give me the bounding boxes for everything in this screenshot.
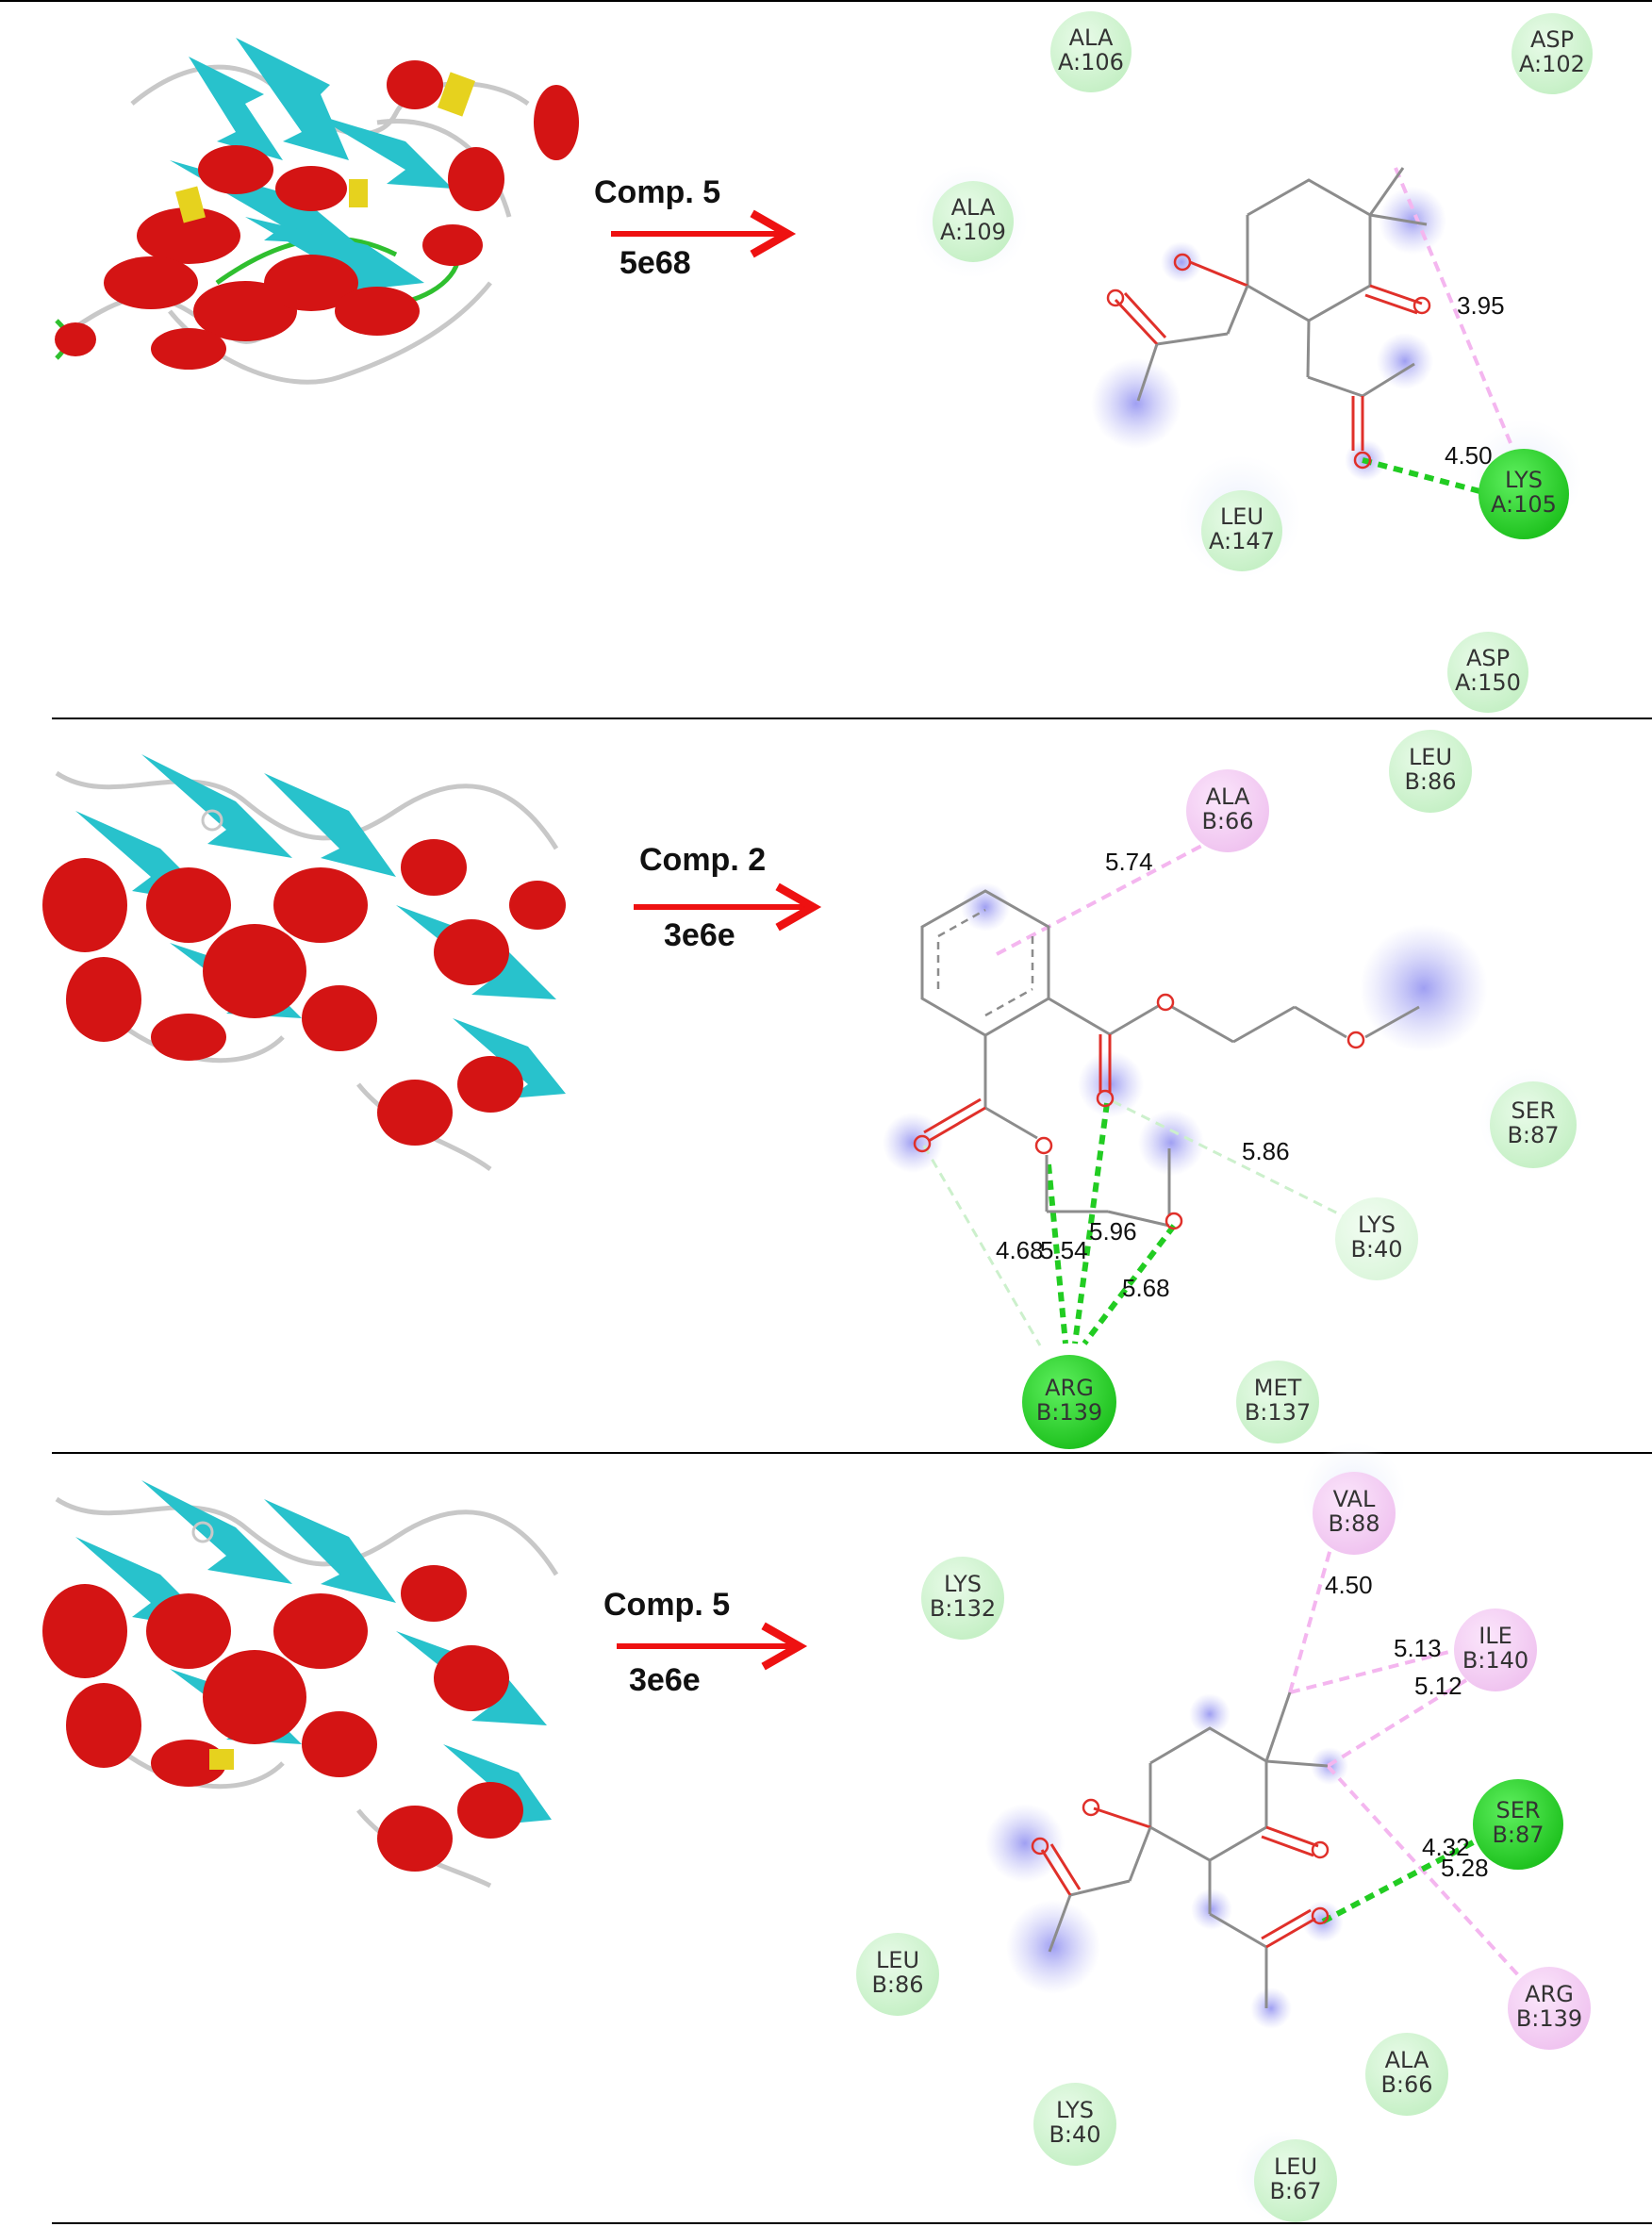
svg-text:LYS: LYS	[944, 1571, 982, 1597]
svg-text:LEU: LEU	[1409, 744, 1452, 770]
svg-text:ILE: ILE	[1479, 1623, 1512, 1649]
distance-label-1-1: 4.50	[1445, 441, 1493, 470]
residue-ser-b87-p2: SER B:87	[1490, 1081, 1577, 1168]
svg-text:LEU: LEU	[876, 1947, 919, 1973]
interaction-map-3: 4.50 5.13 5.12 4.32 5.28 VAL B:88 LYS B:…	[856, 1443, 1591, 2222]
compound-label-1: Comp. 5	[594, 174, 720, 210]
svg-text:LYS: LYS	[1056, 2097, 1094, 2123]
distance-label-2-5: 5.68	[1122, 1274, 1170, 1302]
svg-text:ALA: ALA	[951, 194, 996, 221]
svg-text:B:67: B:67	[1269, 2178, 1321, 2204]
svg-text:LYS: LYS	[1358, 1212, 1396, 1238]
residue-ala-a106: ALA A:106	[1050, 11, 1132, 92]
svg-text:SER: SER	[1511, 1097, 1555, 1124]
distance-label-3-0: 4.50	[1325, 1571, 1373, 1599]
svg-text:A:102: A:102	[1519, 51, 1585, 77]
svg-text:B:86: B:86	[1404, 768, 1456, 795]
svg-text:LEU: LEU	[1220, 503, 1264, 530]
pdb-label-1: 5e68	[620, 245, 691, 281]
distance-label-2-4: 5.96	[1089, 1217, 1137, 1245]
protein-ribbon-3e6e-b	[42, 1480, 559, 1889]
residue-met-b137-p2: MET B:137	[1236, 1361, 1319, 1443]
svg-text:ASP: ASP	[1466, 645, 1510, 671]
svg-text:SER: SER	[1495, 1797, 1540, 1823]
svg-text:VAL: VAL	[1333, 1486, 1376, 1512]
pdb-label-2: 3e6e	[664, 917, 735, 953]
residue-ile-b140-p3: ILE B:140	[1454, 1608, 1537, 1691]
residue-ala-b66-p3: ALA B:66	[1365, 2033, 1448, 2116]
compound-label-2: Comp. 2	[639, 842, 766, 878]
svg-text:A:150: A:150	[1455, 669, 1521, 696]
residue-lys-b40-p2: LYS B:40	[1335, 1197, 1418, 1280]
svg-text:ALA: ALA	[1206, 784, 1250, 810]
svg-text:B:132: B:132	[930, 1595, 996, 1622]
residue-val-b88-p3: VAL B:88	[1313, 1472, 1396, 1555]
residue-asp-a150: ASP A:150	[1447, 632, 1528, 713]
svg-text:B:140: B:140	[1462, 1647, 1528, 1674]
distance-label-3-3: 4.32	[1422, 1833, 1470, 1861]
residue-ala-b66-p2: ALA B:66	[1186, 769, 1269, 852]
residue-lys-a105: LYS A:105	[1479, 449, 1569, 539]
distance-label-1-0: 3.95	[1457, 291, 1505, 320]
residue-lys-b40-p3: LYS B:40	[1033, 2083, 1116, 2166]
svg-text:LEU: LEU	[1274, 2153, 1317, 2180]
residue-leu-b86-p2: LEU B:86	[1389, 730, 1472, 813]
svg-text:MET: MET	[1254, 1375, 1302, 1401]
distance-label-2-1: 5.86	[1242, 1137, 1290, 1165]
svg-text:A:106: A:106	[1058, 49, 1124, 75]
residue-ala-a109: ALA A:109	[933, 181, 1014, 262]
svg-text:A:105: A:105	[1491, 491, 1557, 518]
svg-text:B:88: B:88	[1328, 1510, 1379, 1537]
svg-text:B:87: B:87	[1507, 1122, 1559, 1148]
svg-text:ARG: ARG	[1045, 1375, 1094, 1401]
svg-text:A:109: A:109	[940, 219, 1006, 245]
svg-text:B:66: B:66	[1201, 808, 1253, 834]
distance-label-2-3: 5.54	[1040, 1236, 1088, 1264]
svg-text:B:40: B:40	[1350, 1236, 1402, 1262]
residue-leu-b86-p3: LEU B:86	[856, 1933, 939, 2016]
panel-3: Comp. 5 3e6e	[42, 1443, 1591, 2222]
svg-text:B:40: B:40	[1049, 2121, 1100, 2148]
distance-label-3-2: 5.12	[1414, 1672, 1462, 1700]
svg-text:B:66: B:66	[1380, 2071, 1432, 2098]
svg-text:B:139: B:139	[1516, 2005, 1582, 2032]
svg-text:ASP: ASP	[1530, 26, 1574, 53]
panel-1: Comp. 5 5e68	[55, 11, 1593, 713]
svg-text:B:86: B:86	[871, 1971, 923, 1998]
compound-label-3: Comp. 5	[603, 1587, 730, 1623]
distance-label-2-2: 4.68	[996, 1236, 1044, 1264]
residue-arg-b139-p3: ARG B:139	[1508, 1967, 1591, 2050]
svg-text:ARG: ARG	[1525, 1981, 1574, 2007]
residue-asp-a102: ASP A:102	[1512, 13, 1593, 94]
svg-text:B:87: B:87	[1492, 1822, 1544, 1848]
distance-label-3-1: 5.13	[1394, 1634, 1442, 1662]
interaction-map-2: 5.74 5.86 4.68 5.54 5.96 5.68 LEU B:86 A…	[883, 730, 1583, 1449]
residue-lys-b132-p3: LYS B:132	[921, 1557, 1004, 1640]
residue-leu-b67-p3: LEU B:67	[1254, 2139, 1337, 2222]
svg-text:LYS: LYS	[1505, 467, 1543, 493]
svg-text:B:139: B:139	[1036, 1399, 1102, 1426]
svg-text:ALA: ALA	[1069, 25, 1114, 51]
svg-text:B:137: B:137	[1245, 1399, 1311, 1426]
residue-leu-a147: LEU A:147	[1201, 490, 1282, 571]
protein-ribbon-5e68	[55, 38, 579, 385]
residue-arg-b139-p2: ARG B:139	[1022, 1355, 1116, 1449]
interaction-map-1: 3.95 4.50 ALA A:106 ASP A:102 ALA A:109 …	[915, 11, 1593, 713]
protein-ribbon-3e6e-a	[42, 754, 566, 1172]
svg-text:ALA: ALA	[1385, 2047, 1429, 2073]
pdb-label-3: 3e6e	[629, 1662, 701, 1698]
distance-label-2-0: 5.74	[1105, 848, 1153, 876]
distance-label-3-4: 5.28	[1441, 1854, 1489, 1882]
panel-2: Comp. 2 3e6e	[42, 730, 1583, 1449]
svg-text:A:147: A:147	[1209, 528, 1275, 554]
residue-ser-b87-p3: SER B:87	[1473, 1779, 1563, 1870]
